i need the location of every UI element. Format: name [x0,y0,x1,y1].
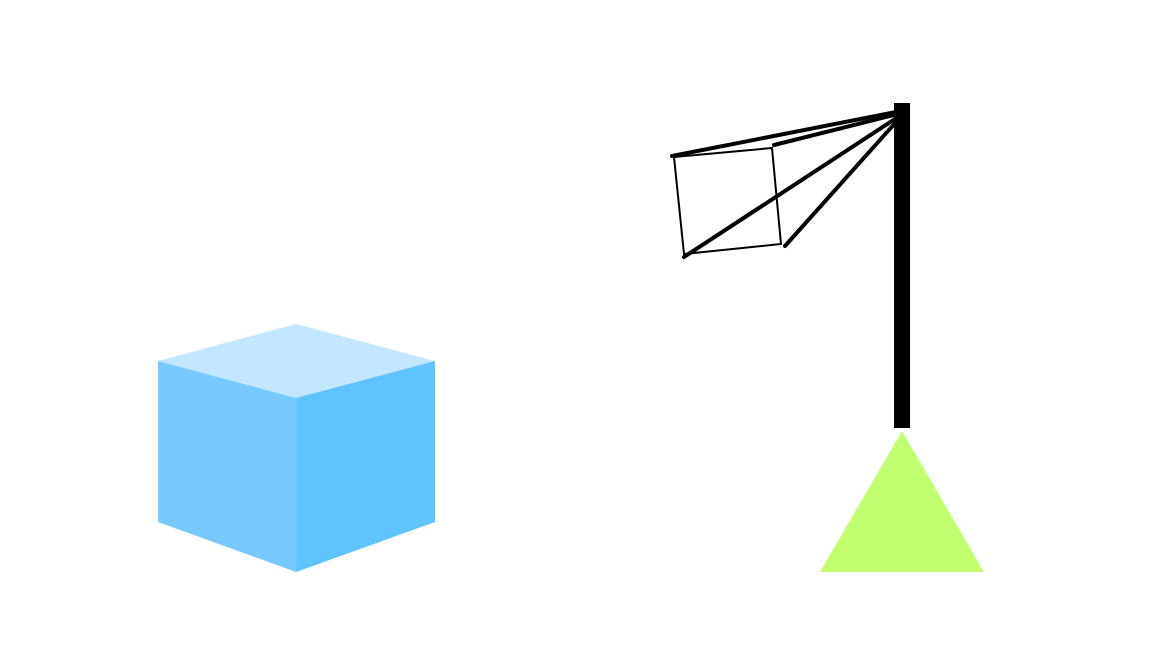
hoop-structure [670,103,910,428]
hoop-wire-top [670,109,903,158]
cube-top-face [158,324,435,398]
triangle-base [820,431,984,572]
cube-left-face [158,361,296,572]
cube-right-face [296,361,435,572]
cube [158,324,435,572]
hoop-wire-upper [772,112,900,147]
hoop-board [672,146,783,256]
hoop-wire-lower [783,119,899,248]
hoop-wire-diagonal [682,115,900,259]
hoop-pole [894,103,910,428]
